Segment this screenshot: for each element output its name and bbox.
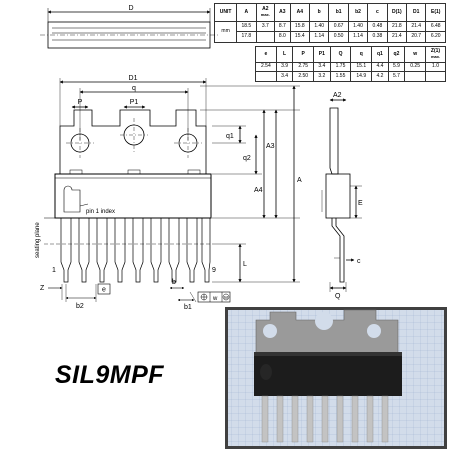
dim-Q-label: Q: [335, 293, 341, 300]
dim-D-label: D: [128, 5, 133, 12]
table-header-main: Q: [338, 50, 343, 57]
dim-A-label: A: [297, 177, 302, 184]
table-header-main: A: [244, 8, 249, 15]
dim-e-label: e: [102, 287, 106, 294]
front-view: [44, 78, 300, 283]
dim-A2-label: A2: [333, 92, 342, 99]
dim-L-label: L: [243, 261, 247, 268]
table-header-main: D(1): [391, 8, 402, 15]
table-header-main: b: [317, 8, 321, 15]
table-header-cell: b1: [328, 3, 349, 22]
dim-A3-label: A3: [266, 143, 275, 150]
lead-dimensions: [48, 283, 231, 303]
table-cell: 8.0: [274, 31, 291, 43]
dim-D1-label: D1: [129, 75, 138, 82]
table-header-main: q1: [377, 50, 383, 57]
table-header-cell: E(1): [425, 3, 446, 22]
table-header-cell: e: [255, 46, 277, 63]
table-header-cell: Z(1)max.: [425, 46, 446, 63]
table-header-main: q: [359, 50, 363, 57]
front-view-leads: [60, 218, 211, 283]
dim-E-label: E: [358, 200, 363, 207]
table-cell: 17.8: [236, 31, 257, 43]
dim-P-label: P: [78, 99, 83, 106]
top-view: [40, 8, 218, 49]
table-cell: 4.2: [371, 71, 389, 82]
dim-b2-label: b2: [76, 303, 84, 310]
table-cell: 14.9: [350, 71, 373, 82]
table-header-main: A2: [262, 6, 269, 13]
table-cell: 2.50: [292, 71, 315, 82]
table-cell: [425, 71, 446, 82]
side-view: [321, 98, 362, 292]
table-header-main: w: [413, 50, 418, 57]
table-header-main: E(1): [430, 8, 441, 15]
table-header-main: c: [376, 8, 379, 15]
table-header-main: UNIT: [219, 8, 232, 15]
dim-q2-label: q2: [243, 155, 251, 162]
dim-b-label: b: [172, 279, 176, 286]
package-name-title: SIL9MPF: [55, 361, 165, 389]
table-header-cell: P: [292, 46, 315, 63]
table-header-cell: q: [350, 46, 373, 63]
pin-1-label: 1: [52, 267, 56, 274]
table-header-main: A4: [296, 8, 303, 15]
dim-b1-label: b1: [184, 304, 192, 311]
dim-P1-label: P1: [130, 99, 139, 106]
table-header-main: P: [301, 50, 305, 57]
table-header-cell: A: [236, 3, 257, 22]
table-header-main: L: [283, 50, 287, 57]
table-cell: [255, 71, 277, 82]
table-header-cell: A4: [289, 3, 311, 22]
table-header-sub: max.: [260, 11, 270, 17]
table-header-main: b2: [355, 8, 361, 15]
dim-q1-label: q1: [226, 133, 234, 140]
table-cell: 20.7: [406, 31, 427, 43]
seating-plane-label: seating plane: [35, 222, 41, 258]
package-photo: [225, 307, 447, 449]
pin-1-index-label: pin 1 index: [86, 209, 115, 215]
dim-w-circle-label: M: [224, 295, 228, 300]
dim-q-label: q: [132, 85, 136, 92]
dim-A4-label: A4: [254, 187, 263, 194]
table-header-main: e: [264, 50, 268, 57]
table-header-cell: A3: [274, 3, 291, 22]
table-header-main: D1: [413, 8, 420, 15]
table-header-main: P1: [318, 50, 325, 57]
table-header-main: A3: [279, 8, 286, 15]
dim-c-label: c: [357, 258, 361, 265]
table-header-main: Z(1): [430, 48, 441, 55]
table-header-main: q2: [393, 50, 400, 57]
table-header-main: b1: [335, 8, 342, 15]
table-header-sub: max.: [430, 54, 441, 60]
table-header-cell: D1: [406, 3, 427, 22]
pin-9-label: 9: [212, 267, 216, 274]
table-cell: 6.20: [425, 31, 446, 43]
table-header-cell: q1: [371, 46, 389, 63]
dim-w-label: w: [212, 296, 218, 302]
table-header-cell: q2: [387, 46, 406, 63]
dim-Z-label: Z: [40, 285, 45, 292]
